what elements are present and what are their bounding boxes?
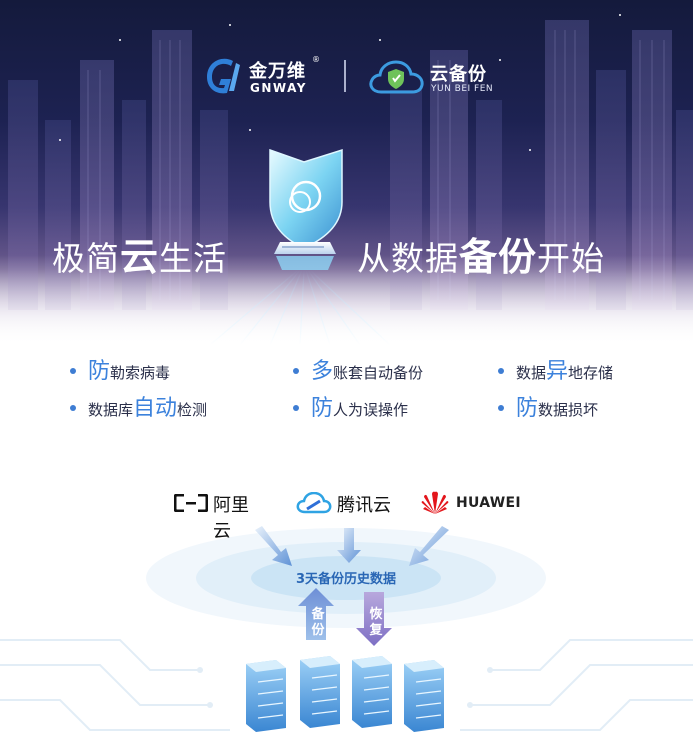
- security-shield-icon: [269, 148, 343, 270]
- gnway-logo-cn: 金万维: [249, 61, 306, 82]
- bullet-dot: [293, 367, 299, 374]
- feature-ransomware: 防勒索病毒: [70, 353, 170, 385]
- bullet-dot: [70, 367, 76, 374]
- feature-text: 勒索病毒: [110, 364, 171, 382]
- backup-history-label: 3天备份历史数据: [295, 572, 397, 587]
- gnway-logo-icon: [207, 58, 240, 94]
- feature-text: 数据损坏: [538, 401, 599, 419]
- feature-hi: 多: [311, 359, 334, 384]
- hero-fade-overlay: [0, 255, 693, 345]
- backup-arrow-label: 备份: [311, 607, 325, 638]
- server-icon: [352, 656, 392, 728]
- huawei-logo-icon: [421, 491, 449, 514]
- feature-multi-account-backup: 多账套自动备份: [293, 353, 423, 385]
- bullet-dot: [498, 367, 504, 374]
- bullet-dot: [70, 404, 76, 411]
- tencent-cloud-label: 腾讯云: [337, 495, 391, 516]
- feature-pre: 数据: [516, 364, 547, 382]
- gnway-logo: 金万维 ® GNWAY: [203, 53, 323, 99]
- slogan-right-c: 开始: [537, 239, 606, 278]
- huawei-brand: HUAWEI: [421, 488, 521, 518]
- feature-human-error: 防人为误操作: [293, 390, 408, 422]
- tencent-cloud-brand: 腾讯云: [296, 488, 396, 518]
- slogan-right: 从数据备份开始: [357, 226, 605, 281]
- feature-hi: 防: [516, 396, 539, 421]
- yunbeifen-logo-cn: 云备份: [430, 64, 487, 85]
- slogan-left-a: 极简: [52, 239, 120, 278]
- restore-arrow-label: 恢复: [369, 607, 383, 638]
- hero-banner: [0, 0, 693, 345]
- yunbeifen-logo-en: YUN BEI FEN: [431, 84, 494, 94]
- aliyun-logo-icon: [174, 494, 208, 512]
- server-icon: [246, 660, 286, 732]
- slogan-left-b: 云: [120, 235, 160, 279]
- bullet-dot: [293, 404, 299, 411]
- feature-data-corruption: 防数据损坏: [498, 390, 598, 422]
- feature-text: 地存储: [568, 364, 614, 382]
- huawei-label: HUAWEI: [456, 495, 521, 511]
- tencent-cloud-logo-icon: [296, 492, 332, 514]
- feature-text: 人为误操作: [333, 401, 409, 419]
- slogan-right-b: 备份: [459, 235, 538, 279]
- feature-text: 账套自动备份: [333, 364, 424, 382]
- server-icon: [404, 660, 444, 732]
- slogan-right-a: 从数据: [357, 239, 459, 278]
- gnway-logo-en: GNWAY: [250, 81, 307, 95]
- slogan-left: 极简云生活: [52, 226, 227, 281]
- feature-hi: 防: [311, 396, 334, 421]
- feature-text: 检测: [177, 401, 208, 419]
- server-icon: [300, 656, 340, 728]
- feature-pre: 数据库: [88, 401, 134, 419]
- backup-flow-diagram: [0, 526, 693, 732]
- bullet-dot: [498, 404, 504, 411]
- feature-hi: 异: [546, 359, 569, 384]
- logo-divider: [344, 60, 346, 92]
- yunbeifen-logo: 云备份 YUN BEI FEN: [367, 56, 507, 100]
- feature-hi: 自动: [133, 396, 178, 421]
- feature-hi: 防: [88, 359, 111, 384]
- aliyun-label: 阿里云: [213, 495, 249, 542]
- feature-db-auto-check: 数据库自动检测: [70, 390, 207, 422]
- aliyun-brand: 阿里云: [174, 488, 266, 542]
- feature-offsite-storage: 数据异地存储: [498, 353, 613, 385]
- slogan-left-c: 生活: [159, 239, 228, 278]
- cloud-shield-logo-icon: [369, 60, 424, 94]
- gnway-logo-reg: ®: [312, 55, 320, 64]
